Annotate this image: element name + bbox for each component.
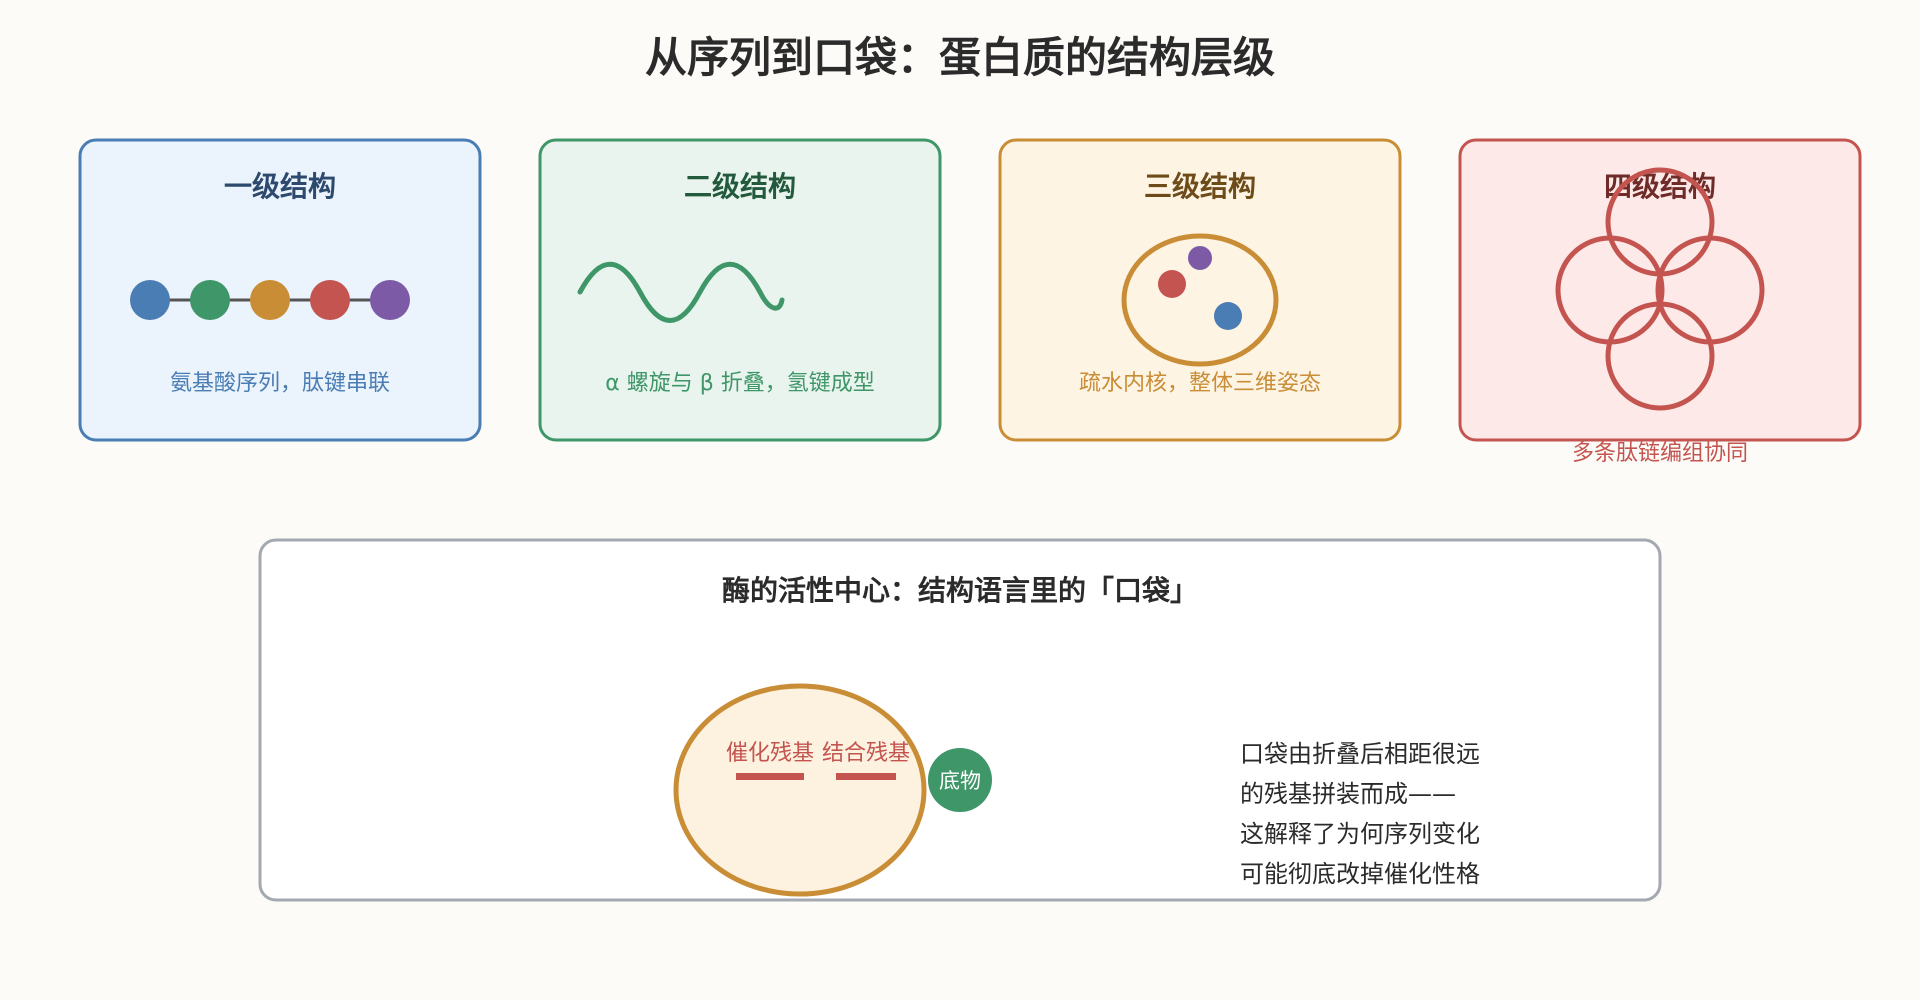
binding-residue-bar: [836, 773, 896, 780]
enzyme-note-line-4: 可能彻底改掉催化性格: [1240, 860, 1480, 888]
enzyme-panel-title: 酶的活性中心：结构语言里的「口袋」: [722, 574, 1198, 607]
card-tertiary: 三级结构 疏水内核，整体三维姿态: [998, 138, 1402, 442]
helix-wave-icon: [577, 261, 785, 323]
catalytic-residue-label: 催化残基: [726, 741, 814, 766]
enzyme-panel: 酶的活性中心：结构语言里的「口袋」 催化残基 结合残基 底物 口袋由折叠后相距很…: [258, 538, 1662, 902]
bead-chain-icon: [130, 280, 410, 320]
card-secondary: 二级结构 α 螺旋与 β 折叠，氢键成型: [538, 138, 942, 442]
card-secondary-caption: α 螺旋与 β 折叠，氢键成型: [605, 371, 875, 396]
residue-dot-purple: [1188, 246, 1212, 270]
amino-acid-bead-3: [250, 280, 290, 320]
subunit-bottom: [1605, 301, 1715, 411]
binding-residue-label: 结合残基: [822, 741, 910, 766]
residue-dot-red: [1158, 270, 1186, 298]
enzyme-note-line-1: 口袋由折叠后相距很远: [1240, 740, 1480, 768]
card-tertiary-title: 三级结构: [1144, 170, 1256, 203]
card-primary-caption: 氨基酸序列，肽键串联: [170, 371, 390, 396]
page-title: 从序列到口袋：蛋白质的结构层级: [645, 33, 1275, 82]
card-primary-title: 一级结构: [224, 170, 336, 203]
enzyme-panel-frame: [258, 538, 1662, 902]
card-primary: 一级结构 氨基酸序列，肽键串联: [78, 138, 482, 442]
substrate-label: 底物: [939, 769, 981, 793]
substrate-circle: [928, 748, 992, 812]
amino-acid-bead-4: [310, 280, 350, 320]
card-tertiary-frame: [998, 138, 1402, 442]
globule-outline: [1121, 233, 1279, 367]
amino-acid-bead-2: [190, 280, 230, 320]
amino-acid-bead-1: [130, 280, 170, 320]
card-tertiary-caption: 疏水内核，整体三维姿态: [1079, 371, 1321, 396]
subunit-circles-icon: [1555, 167, 1765, 411]
enzyme-pocket-body: [673, 683, 927, 897]
card-quaternary-caption: 多条肽链编组协同: [1572, 441, 1748, 466]
enzyme-note: 口袋由折叠后相距很远 的残基拼装而成—— 这解释了为何序列变化 可能彻底改掉催化…: [1240, 740, 1480, 888]
card-secondary-title: 二级结构: [684, 170, 796, 203]
card-secondary-frame: [538, 138, 942, 442]
catalytic-residue-bar: [736, 773, 804, 780]
enzyme-note-line-2: 的残基拼装而成——: [1240, 780, 1456, 808]
folded-globule-icon: [1121, 233, 1279, 367]
enzyme-note-line-3: 这解释了为何序列变化: [1240, 820, 1480, 848]
amino-acid-bead-5: [370, 280, 410, 320]
card-quaternary: 四级结构 多条肽链编组协同: [1458, 138, 1862, 466]
residue-dot-blue: [1214, 302, 1242, 330]
